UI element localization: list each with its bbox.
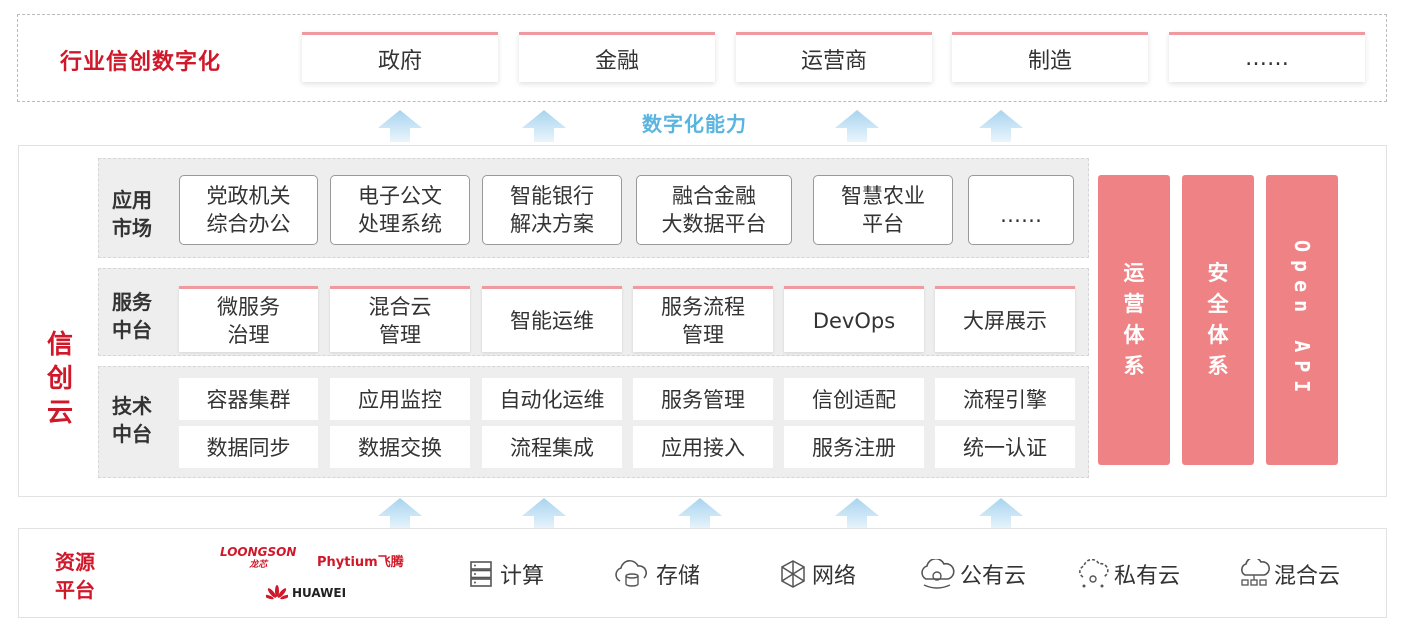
network-icon	[781, 560, 805, 588]
tech-card[interactable]: 服务注册	[784, 426, 924, 468]
app-card-more[interactable]: ……	[968, 175, 1074, 245]
huawei-flower-icon	[266, 585, 288, 600]
svc-card-big-screen[interactable]: 大屏展示	[935, 286, 1075, 352]
resource-platform-section	[18, 528, 1387, 618]
resource-storage[interactable]: 存储	[612, 556, 700, 592]
app-card-document-system[interactable]: 电子公文处理系统	[330, 175, 470, 245]
resource-network[interactable]: 网络	[778, 556, 856, 592]
tech-card[interactable]: 信创适配	[784, 378, 924, 420]
tech-card[interactable]: 服务管理	[633, 378, 773, 420]
up-arrow-icon	[979, 498, 1023, 530]
tech-card[interactable]: 应用接入	[633, 426, 773, 468]
app-card-finance-bigdata[interactable]: 融合金融大数据平台	[636, 175, 792, 245]
app-card-government-office[interactable]: 党政机关综合办公	[179, 175, 318, 245]
capability-label: 数字化能力	[642, 112, 747, 136]
industry-tab-manufacturing[interactable]: 制造	[952, 32, 1148, 82]
up-arrow-icon	[378, 498, 422, 530]
resource-compute[interactable]: 计算	[466, 556, 544, 592]
up-arrow-icon	[522, 110, 566, 142]
tech-card[interactable]: 统一认证	[935, 426, 1075, 468]
app-card-smart-agriculture[interactable]: 智慧农业平台	[813, 175, 953, 245]
tech-card[interactable]: 容器集群	[179, 378, 318, 420]
hybrid-cloud-icon	[1241, 559, 1270, 586]
resource-private-cloud[interactable]: 私有云	[1076, 556, 1180, 592]
industry-tab-more[interactable]: ……	[1169, 32, 1365, 82]
private-cloud-icon	[1079, 559, 1109, 588]
cloud-title: 信创云	[46, 330, 73, 428]
service-platform-label: 服务中台	[112, 290, 152, 342]
resource-title: 资源平台	[55, 550, 95, 602]
resource-hybrid-cloud[interactable]: 混合云	[1238, 556, 1340, 592]
up-arrow-icon	[678, 498, 722, 530]
server-icon	[470, 561, 492, 587]
huawei-logo: HUAWEI	[266, 585, 346, 601]
public-cloud-icon	[921, 559, 955, 589]
pillar-operations[interactable]: 运营体系	[1098, 175, 1170, 465]
loongson-logo: LOONGSON 龙芯	[220, 545, 297, 571]
tech-card[interactable]: 流程集成	[482, 426, 622, 468]
industry-title: 行业信创数字化	[60, 50, 222, 75]
svc-card-service-flow[interactable]: 服务流程管理	[633, 286, 773, 352]
up-arrow-icon	[835, 498, 879, 530]
industry-section	[17, 14, 1387, 102]
tech-card[interactable]: 自动化运维	[482, 378, 622, 420]
resource-public-cloud[interactable]: 公有云	[918, 556, 1026, 592]
app-market-label: 应用市场	[112, 188, 152, 240]
up-arrow-icon	[835, 110, 879, 142]
industry-tab-finance[interactable]: 金融	[519, 32, 715, 82]
industry-tab-government[interactable]: 政府	[302, 32, 498, 82]
svc-card-microservice[interactable]: 微服务治理	[179, 286, 318, 352]
tech-card[interactable]: 数据交换	[330, 426, 470, 468]
tech-card[interactable]: 流程引擎	[935, 378, 1075, 420]
industry-tab-carrier[interactable]: 运营商	[736, 32, 932, 82]
pillar-open-api[interactable]: Open API	[1266, 175, 1338, 465]
svc-card-smart-ops[interactable]: 智能运维	[482, 286, 622, 352]
app-card-smart-bank[interactable]: 智能银行解决方案	[482, 175, 622, 245]
up-arrow-icon	[979, 110, 1023, 142]
up-arrow-icon	[522, 498, 566, 530]
tech-platform-label: 技术中台	[112, 394, 152, 446]
phytium-logo: Phytium飞腾	[317, 555, 404, 570]
tech-card[interactable]: 应用监控	[330, 378, 470, 420]
up-arrow-icon	[378, 110, 422, 142]
tech-card[interactable]: 数据同步	[179, 426, 318, 468]
svc-card-devops[interactable]: DevOps	[784, 286, 924, 352]
svc-card-hybrid-cloud[interactable]: 混合云管理	[330, 286, 470, 352]
pillar-security[interactable]: 安全体系	[1182, 175, 1254, 465]
storage-cloud-icon	[615, 560, 648, 587]
